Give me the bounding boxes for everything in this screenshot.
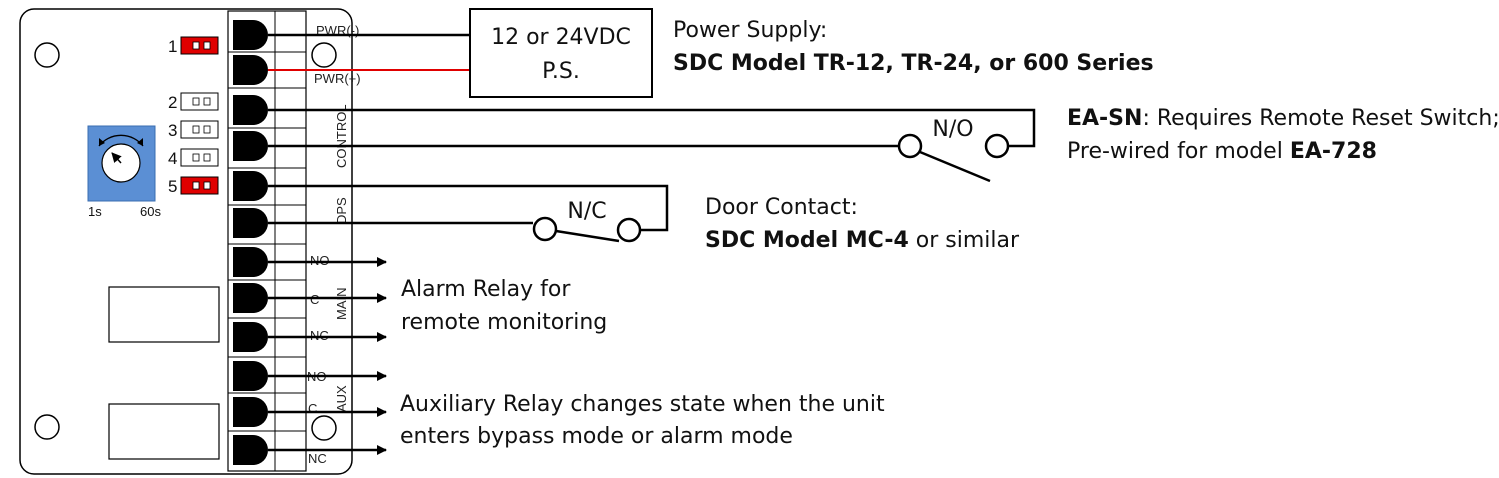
timer-max-label: 60s	[140, 204, 161, 219]
dip-window-4b	[203, 153, 211, 162]
dip-body-2	[180, 92, 219, 111]
dip-switch-4[interactable]: 4	[168, 148, 219, 168]
terminal-label-aux-nc: NC	[308, 451, 327, 466]
dip-label-2: 2	[168, 93, 177, 112]
dip-label-1: 1	[168, 37, 177, 56]
dip-switch-5[interactable]: 5	[168, 176, 219, 196]
dip-label-3: 3	[168, 121, 177, 140]
terminal-screw-11[interactable]	[233, 397, 268, 427]
power-supply-note-model: SDC Model TR-12, TR-24, or 600 Series	[673, 51, 1154, 76]
door-note-title: Door Contact:	[705, 195, 858, 220]
alarm-note-line1: Alarm Relay for	[401, 277, 571, 302]
nc-switch-contact-left	[532, 216, 558, 242]
timer-min-label: 1s	[88, 204, 102, 219]
power-supply-line2: P.S.	[542, 59, 580, 84]
terminal-label-main: MAIN	[334, 288, 349, 321]
timer-dial[interactable]	[87, 125, 156, 202]
dip-window-5b	[203, 181, 211, 190]
dip-window-3a	[192, 125, 200, 134]
mounting-hole-top-right	[311, 42, 337, 68]
no-switch-label: N/O	[932, 117, 973, 142]
power-supply-line1: 12 or 24VDC	[491, 25, 631, 50]
power-supply-note-title: Power Supply:	[673, 18, 827, 43]
wire-control-1	[268, 108, 1036, 148]
terminal-screw-12[interactable]	[233, 435, 268, 465]
dip-window-1b	[203, 41, 211, 50]
terminal-label-aux: AUX	[334, 385, 349, 412]
dip-body-5	[180, 176, 219, 195]
dip-window-2b	[203, 97, 211, 106]
terminal-label-pwr-pos: PWR(+)	[314, 71, 361, 86]
mounting-hole-bottom-right	[311, 415, 337, 441]
dip-label-5: 5	[168, 177, 177, 196]
terminal-screw-1[interactable]	[233, 20, 268, 50]
terminal-screw-2[interactable]	[233, 55, 268, 85]
aux-note-line1: Auxiliary Relay changes state when the u…	[400, 392, 885, 417]
dip-label-4: 4	[168, 149, 177, 168]
terminal-label-dps: DPS	[334, 197, 349, 224]
dip-window-3b	[203, 125, 211, 134]
terminal-screw-3[interactable]	[233, 95, 268, 125]
terminal-label-main-nc: NC	[310, 328, 329, 343]
timer-dial-pointer-icon	[111, 152, 122, 164]
dip-switch-2[interactable]: 2	[168, 92, 219, 112]
dip-window-2a	[192, 97, 200, 106]
dip-switch-1[interactable]: 1	[168, 36, 219, 56]
wire-dps-1	[268, 184, 669, 232]
timer-arc-arrow-left-icon	[99, 138, 105, 146]
terminal-cells	[228, 51, 306, 432]
aux-note-line2: enters bypass mode or alarm mode	[400, 424, 793, 449]
control-note-ea-sn: EA-SN	[1067, 106, 1142, 131]
control-note-line2-pre: Pre-wired for model	[1067, 139, 1290, 164]
dip-body-3	[180, 120, 219, 139]
dip-window-4a	[192, 153, 200, 162]
nc-switch-lever	[555, 229, 620, 243]
timer-arc-arrow-right-icon	[137, 138, 143, 146]
terminal-label-control: CONTROL	[334, 104, 349, 168]
dip-switch-3[interactable]: 3	[168, 120, 219, 140]
dip-window-1a	[192, 41, 200, 50]
control-note-line1-rest: : Requires Remote Reset Switch;	[1142, 106, 1499, 131]
relay-output-arrows	[268, 257, 387, 455]
terminal-screw-7[interactable]	[233, 247, 268, 277]
control-note-line1: EA-SN: Requires Remote Reset Switch;	[1067, 106, 1499, 131]
no-switch-contact-right	[984, 133, 1010, 159]
dip-window-5a	[192, 181, 200, 190]
terminal-screws	[233, 20, 268, 465]
door-note-line2-rest: or similar	[909, 228, 1020, 253]
control-note-line2: Pre-wired for model EA-728	[1067, 139, 1377, 164]
dip-body-4	[180, 148, 219, 167]
terminal-screw-5[interactable]	[233, 171, 268, 201]
mounting-hole-bottom-left	[34, 414, 60, 440]
terminal-screw-6[interactable]	[233, 208, 268, 238]
terminal-label-main-no: NO	[310, 253, 330, 268]
no-switch-lever	[919, 150, 991, 183]
terminal-screw-9[interactable]	[233, 322, 268, 352]
no-switch-contact-left	[897, 133, 923, 159]
power-supply-box	[469, 8, 653, 98]
terminal-screw-10[interactable]	[233, 361, 268, 391]
dip-body-1	[180, 36, 219, 55]
aux-relay	[108, 403, 220, 460]
control-note-ea-728: EA-728	[1290, 139, 1377, 164]
nc-switch-contact-right	[616, 217, 642, 243]
main-relay	[108, 286, 220, 343]
terminal-screw-4[interactable]	[233, 131, 268, 161]
nc-switch-label: N/C	[567, 199, 606, 224]
door-note-line2: SDC Model MC-4 or similar	[705, 228, 1020, 253]
alarm-note-line2: remote monitoring	[401, 310, 607, 335]
terminal-label-main-c: C	[310, 292, 319, 307]
terminal-label-aux-c: C	[308, 401, 317, 416]
mounting-hole-top-left	[34, 42, 60, 68]
terminal-screw-8[interactable]	[233, 283, 268, 313]
door-note-model: SDC Model MC-4	[705, 228, 909, 253]
